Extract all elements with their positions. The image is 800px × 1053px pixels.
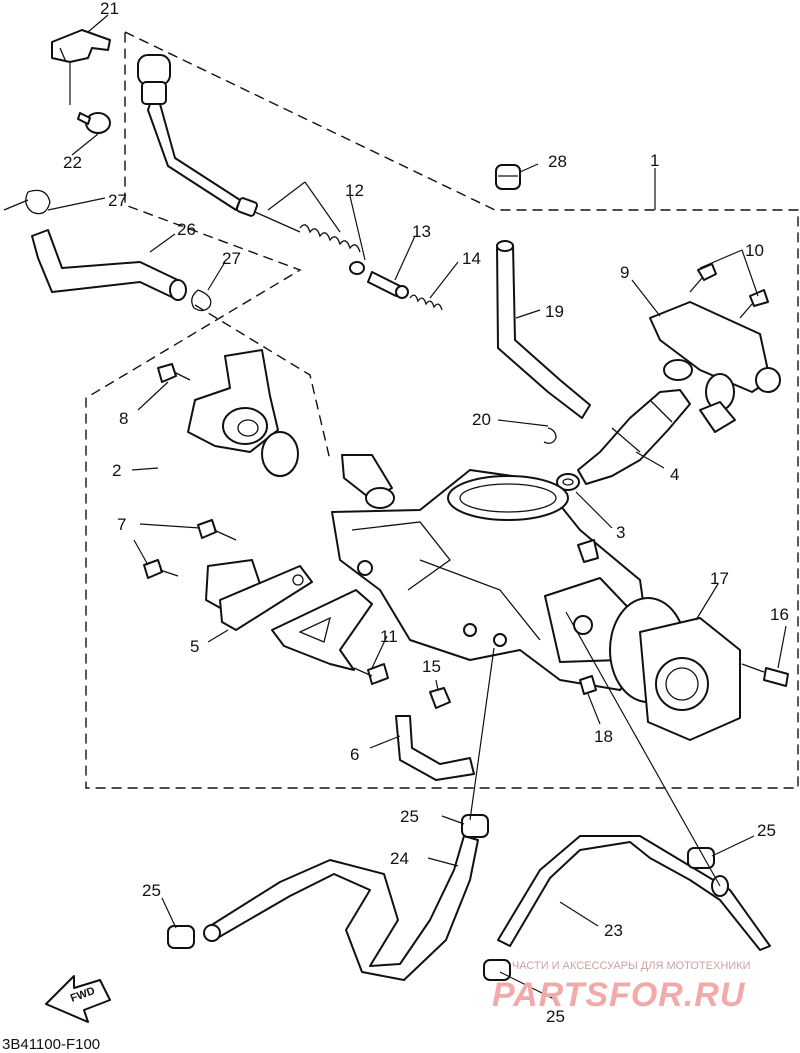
diagram-code: 3B41100-F100 [2, 1036, 100, 1053]
callout-10: 10 [745, 241, 764, 260]
callout-25-top: 25 [400, 807, 419, 826]
callout-25-left: 25 [142, 881, 161, 900]
throttle-cover[interactable] [639, 617, 741, 741]
callout-27-right: 27 [222, 249, 241, 268]
part-27-clip-left[interactable] [3, 189, 51, 215]
callout-2: 2 [112, 461, 121, 480]
watermark-tagline: ЧАСТИ И АКСЕССУАРЫ ДЛЯ МОТОТЕХНИКИ [512, 960, 751, 972]
callout-17: 17 [710, 569, 729, 588]
callout-19: 19 [545, 302, 564, 321]
part-23-hose[interactable] [497, 835, 771, 951]
sub-assembly-boundary [194, 304, 331, 461]
part-7-screw-upper[interactable] [197, 519, 237, 541]
part-14-spring[interactable] [409, 294, 443, 311]
callout-27-left: 27 [108, 191, 127, 210]
callout-9: 9 [620, 263, 629, 282]
part-15-nut[interactable] [429, 687, 451, 709]
callout-25-right: 25 [757, 821, 776, 840]
part-7-screw-lower[interactable] [143, 559, 179, 579]
callout-24: 24 [390, 849, 409, 868]
part-16-bolt[interactable] [741, 663, 789, 687]
callout-4: 4 [670, 465, 679, 484]
callout-23: 23 [604, 921, 623, 940]
callout-7: 7 [117, 515, 126, 534]
part-26-hose[interactable] [31, 229, 187, 301]
callout-3: 3 [616, 523, 625, 542]
o-ring[interactable] [261, 431, 299, 477]
part-25-clamp-c[interactable] [167, 925, 195, 949]
part-13-pin[interactable] [367, 271, 409, 299]
part-6-hose[interactable] [395, 715, 475, 781]
callout-15: 15 [422, 657, 441, 676]
callout-21: 21 [100, 0, 119, 18]
part-11-screw[interactable] [353, 663, 389, 685]
part-22-bolt[interactable] [77, 112, 111, 134]
part-27-clip-right[interactable] [191, 289, 212, 312]
assembly-boundary [85, 30, 799, 789]
part-10-screws[interactable] [689, 263, 769, 319]
part-28-clamp[interactable] [495, 164, 521, 190]
watermark-logo: PARTSFOR.RU [492, 976, 746, 1014]
callout-13: 13 [412, 222, 431, 241]
part-21-bracket[interactable] [51, 29, 111, 63]
part-24-hose[interactable] [203, 835, 479, 981]
callout-22: 22 [63, 153, 82, 172]
callout-25-bottom: 25 [546, 1007, 565, 1026]
part-8-screw[interactable] [157, 363, 191, 383]
sensor-cap[interactable] [137, 54, 241, 211]
part-4-injector[interactable] [577, 389, 691, 485]
callout-18: 18 [594, 727, 613, 746]
callout-26: 26 [177, 220, 196, 239]
fwd-arrow-icon: FWD [45, 975, 111, 1023]
callout-12: 12 [345, 181, 364, 200]
mounting-bracket[interactable] [271, 589, 373, 671]
callout-16: 16 [770, 605, 789, 624]
part-3-washer[interactable] [556, 473, 580, 491]
callout-6: 6 [350, 745, 359, 764]
callout-28: 28 [548, 152, 567, 171]
part-18-plug[interactable] [579, 675, 597, 695]
part-5-connector[interactable] [205, 559, 313, 631]
callout-8: 8 [119, 409, 128, 428]
throttle-body[interactable] [331, 469, 651, 691]
callout-11: 11 [380, 627, 398, 646]
part-12-spring-set[interactable] [235, 197, 365, 275]
leader-lines [47, 14, 787, 1001]
callout-1: 1 [650, 151, 659, 170]
idle-valve-unit[interactable] [341, 454, 395, 509]
callout-14: 14 [462, 249, 481, 268]
part-25-clamp-a[interactable] [461, 814, 489, 838]
callout-5: 5 [190, 637, 199, 656]
part-19-hose[interactable] [496, 240, 591, 419]
part-9-fuel-rail[interactable] [649, 301, 781, 433]
part-20-clip[interactable] [543, 427, 557, 444]
callout-20: 20 [472, 410, 491, 429]
part-2-throttle-sensor[interactable] [187, 349, 279, 453]
part-25-clamp-d[interactable] [483, 959, 511, 981]
